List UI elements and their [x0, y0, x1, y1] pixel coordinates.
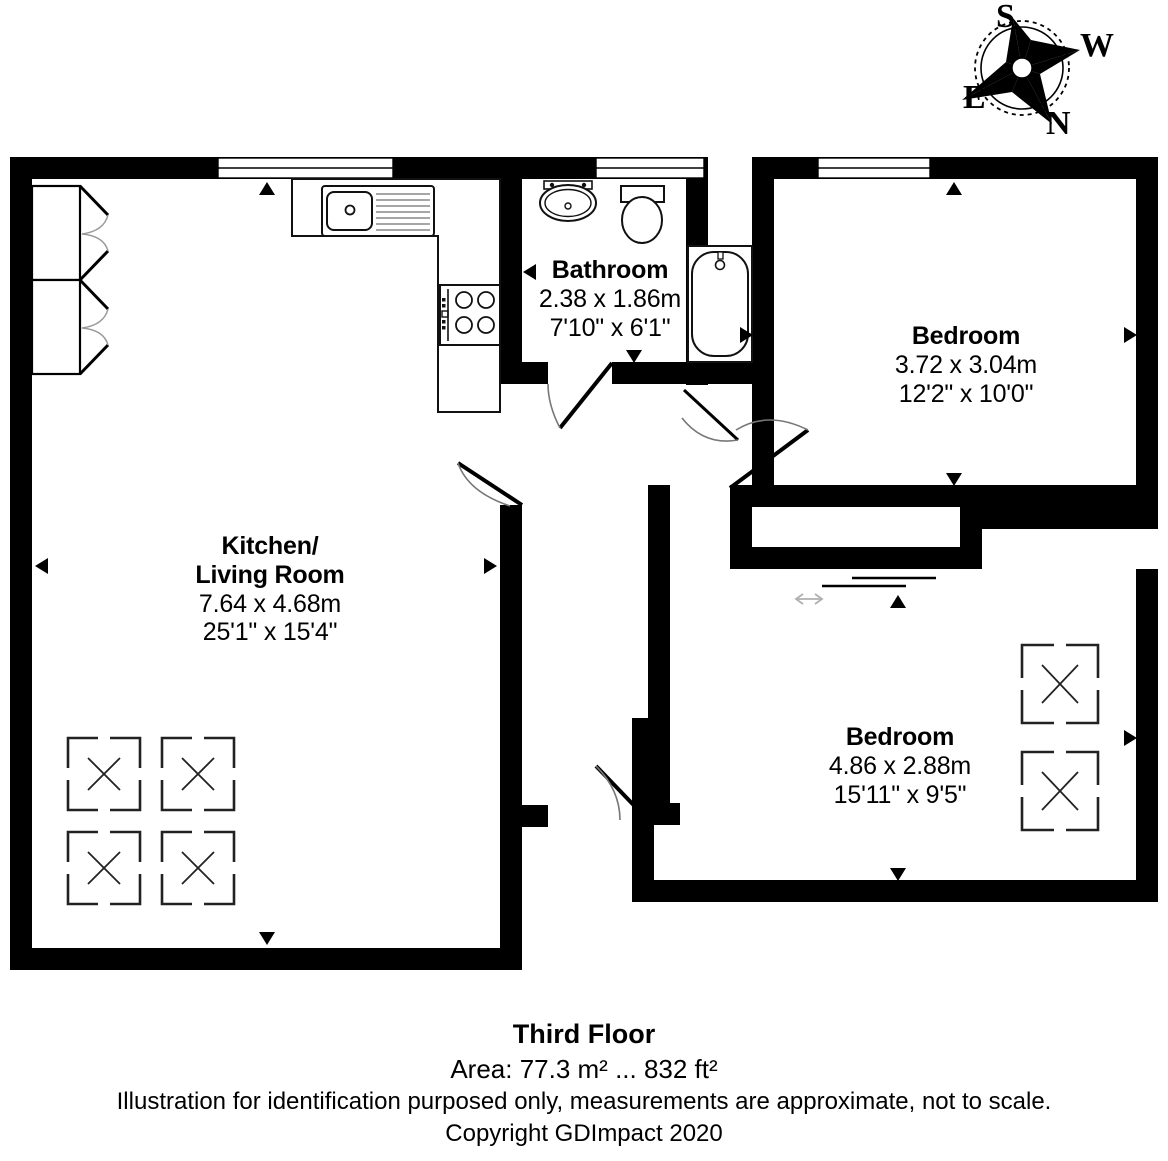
window-bedroom1-top: [817, 157, 931, 179]
washbasin-icon: [539, 180, 597, 222]
kitchen-living-name-line-1: Kitchen/: [221, 532, 319, 560]
marker-down: [259, 932, 275, 945]
kitchen-hob-icon: [439, 284, 501, 346]
door-kitchen-hall: [456, 461, 524, 507]
bedroom2-dim-imperial: 15'11" x 9'5": [833, 780, 967, 809]
door-bathroom: [547, 361, 614, 430]
bathroom-fixtures: [539, 180, 753, 363]
room-label-bathroom: Bathroom 2.38 x 1.86m 7'10" x 6'1": [480, 256, 740, 342]
room-label-bedroom-2: Bedroom 4.86 x 2.88m 15'11" x 9'5": [780, 723, 1020, 809]
marker-right: [1124, 730, 1137, 746]
floor-plan-footer: Third Floor Area: 77.3 m² ... 832 ft² Il…: [0, 1018, 1168, 1149]
compass-label-west: W: [1080, 27, 1114, 64]
bedroom1-dim-metric: 3.72 x 3.04m: [894, 350, 1038, 379]
skylight-bedroom2-1: [1020, 643, 1100, 725]
windows: [217, 157, 931, 179]
sliding-arrow-icon: [794, 593, 824, 605]
bathroom-dim-imperial: 7'10" x 6'1": [549, 313, 671, 342]
compass-label-south: S: [996, 0, 1015, 35]
kitchen-sink-icon: [321, 185, 435, 237]
marker-down: [626, 350, 642, 363]
doors: [456, 361, 810, 822]
door-bedroom1: [681, 388, 740, 442]
marker-down: [890, 868, 906, 881]
marker-up: [890, 595, 906, 608]
door-corridor-bedroom2: [728, 419, 810, 490]
door-corridor-mid: [594, 764, 650, 822]
kitchen-units: [291, 178, 501, 413]
marker-up: [946, 182, 962, 195]
skylight-living-4: [160, 830, 236, 906]
compass-label-north: N: [1046, 105, 1071, 142]
sliding-door-bedroom2: [794, 576, 936, 605]
skylights: [66, 643, 1100, 906]
compass-label-east: E: [963, 79, 986, 116]
marker-right: [484, 558, 497, 574]
copyright-text: Copyright GDImpact 2020: [445, 1119, 723, 1147]
kitchen-living-dim-metric: 7.64 x 4.68m: [198, 589, 342, 618]
french-doors-left: [30, 184, 110, 376]
bedroom1-name: Bedroom: [911, 322, 1021, 350]
marker-left: [649, 730, 662, 746]
kitchen-living-dim-imperial: 25'1" x 15'4": [202, 618, 338, 647]
area-summary: Area: 77.3 m² ... 832 ft²: [450, 1053, 718, 1084]
marker-left: [35, 558, 48, 574]
bathtub-icon: [687, 245, 753, 363]
disclaimer-text: Illustration for identification purposed…: [116, 1088, 1052, 1116]
bedroom1-dim-imperial: 12'2" x 10'0": [898, 379, 1034, 408]
room-label-bedroom-1: Bedroom 3.72 x 3.04m 12'2" x 10'0": [830, 322, 1102, 408]
marker-up: [259, 182, 275, 195]
bedroom2-name: Bedroom: [845, 723, 955, 751]
skylight-living-3: [66, 830, 142, 906]
room-label-kitchen-living: Kitchen/ Living Room 7.64 x 4.68m 25'1" …: [135, 532, 405, 647]
skylight-living-2: [160, 736, 236, 812]
toilet-icon: [620, 185, 665, 244]
direction-markers: [35, 182, 1137, 945]
bathroom-dim-metric: 2.38 x 1.86m: [538, 284, 682, 313]
marker-right: [1124, 327, 1137, 343]
marker-right: [740, 327, 753, 343]
skylight-living-1: [66, 736, 142, 812]
marker-down: [946, 473, 962, 486]
window-bathroom-top: [595, 157, 705, 179]
marker-left: [523, 264, 536, 280]
window-kitchen-top: [217, 157, 394, 179]
bedroom2-dim-metric: 4.86 x 2.88m: [828, 751, 972, 780]
bathroom-name: Bathroom: [551, 256, 669, 284]
skylight-bedroom2-2: [1020, 750, 1100, 832]
floor-title: Third Floor: [512, 1019, 656, 1049]
kitchen-living-name-line-2: Living Room: [195, 560, 345, 589]
compass-rose-icon: [962, 18, 1080, 124]
